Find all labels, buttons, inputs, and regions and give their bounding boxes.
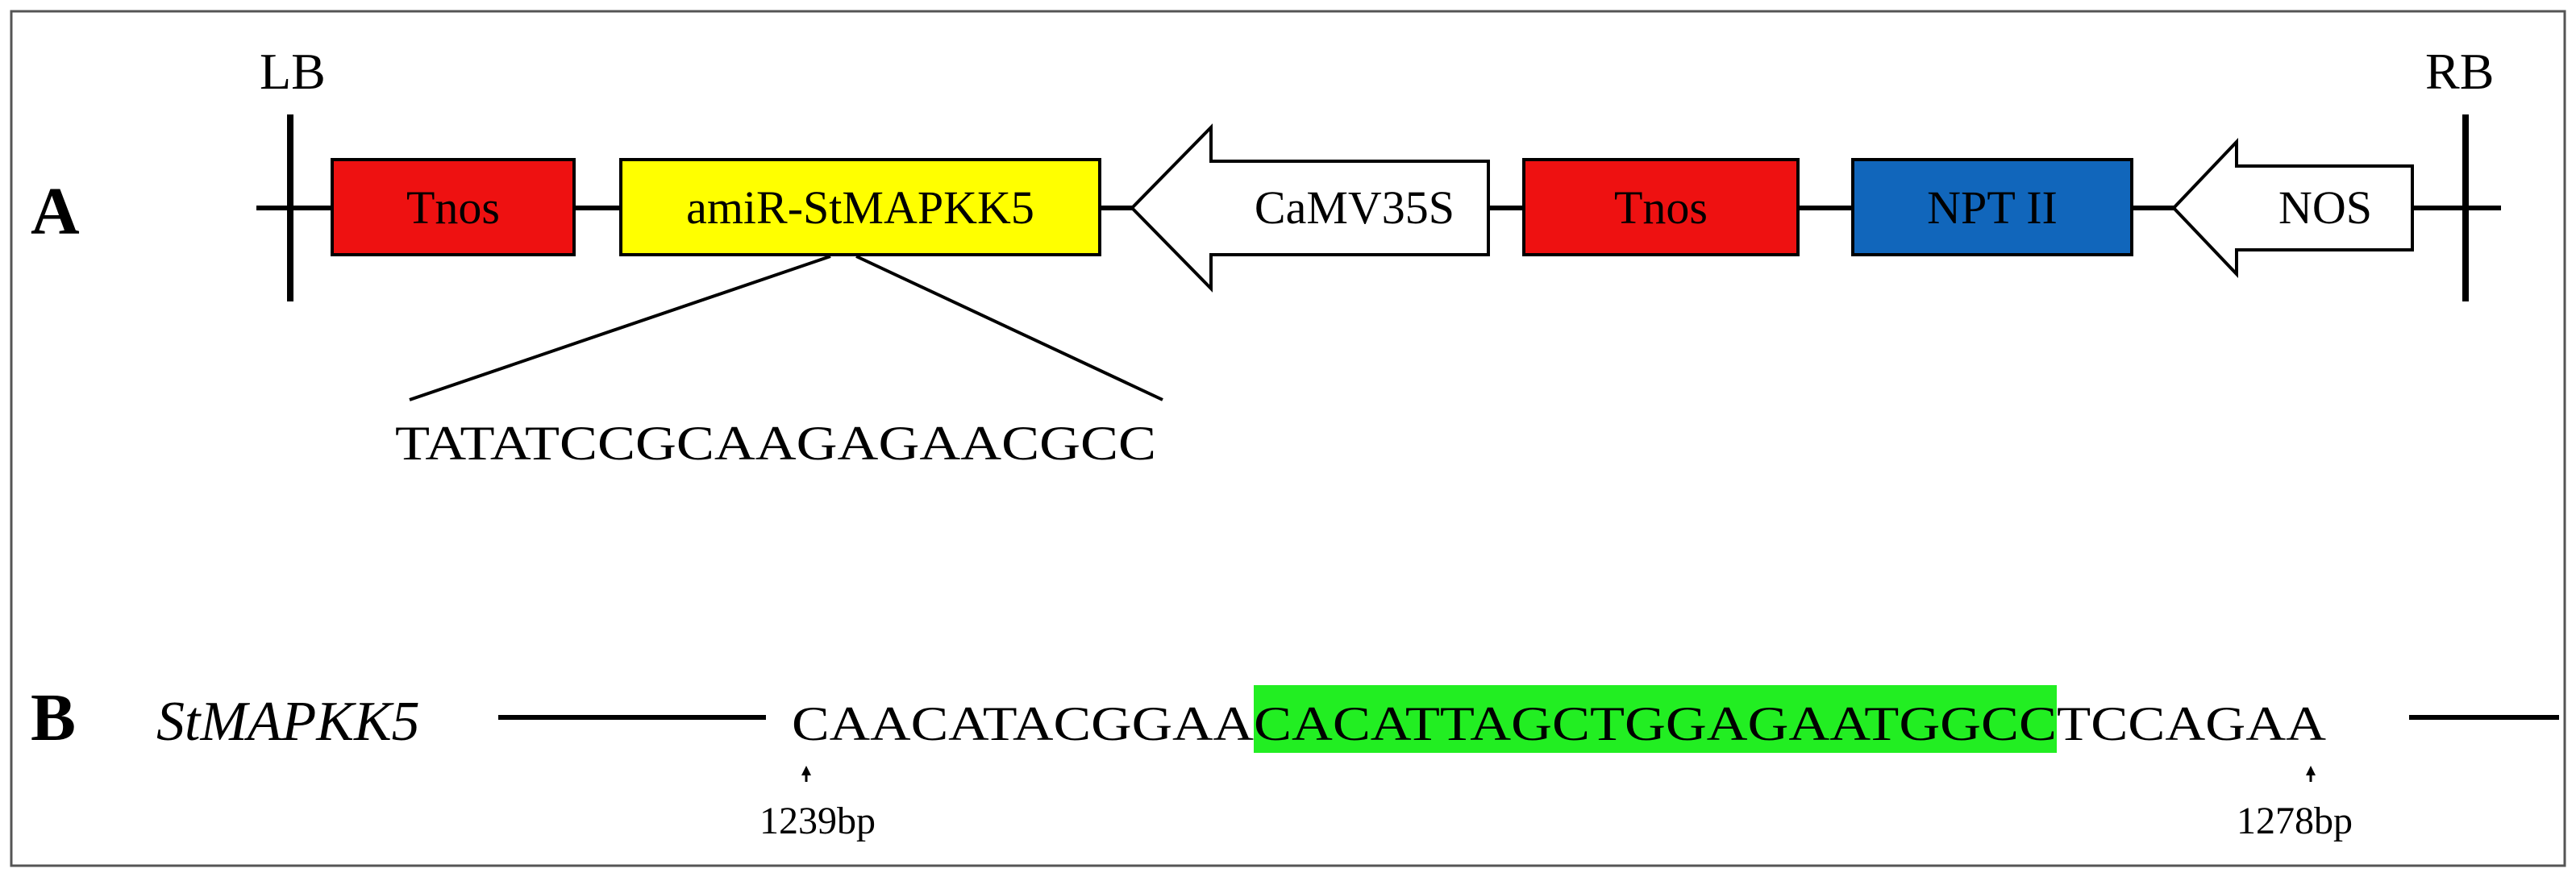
nos-promoter-arrow [2171, 137, 2414, 279]
panel-a-letter: A [31, 174, 80, 249]
callout-line-right [855, 255, 1163, 401]
sequence-prefix: CAACATACGGAA [792, 697, 1254, 750]
left-border-label: LB [260, 43, 326, 100]
amirna-sequence: TATATCCGCAAGAGAACGCC [395, 417, 1156, 470]
end-position-arrow [2306, 766, 2316, 775]
end-position-label: 1278bp [2237, 800, 2353, 842]
right-border-label: RB [2425, 43, 2494, 100]
start-position-label: 1239bp [759, 800, 876, 842]
camv35s-label: CaMV35S [1255, 181, 1454, 234]
target-sequence: CACATTAGCTGGAGAATGGCC [1254, 697, 2057, 750]
nos-label: NOS [2278, 181, 2372, 234]
target-site-highlight [1254, 685, 2057, 753]
tnos-label-1: Tnos [406, 181, 500, 234]
tnos-label-2: Tnos [1614, 181, 1708, 234]
amirna-box [619, 158, 1101, 256]
gene-name: StMAPKK5 [156, 691, 420, 753]
figure-frame [10, 10, 2566, 867]
sequence-suffix: TCCAGAA [2057, 697, 2326, 750]
nptii-box [1851, 158, 2133, 256]
amirna-label: amiR-StMAPKK5 [686, 181, 1034, 234]
panel-b-letter: B [31, 680, 76, 755]
tnos-terminator-box-1 [331, 158, 576, 256]
camv35s-promoter-arrow [1130, 123, 1490, 293]
start-position-arrow [801, 766, 811, 775]
nptii-label: NPT II [1927, 181, 2058, 234]
callout-line-left [409, 255, 831, 401]
tnos-terminator-box-2 [1522, 158, 1800, 256]
